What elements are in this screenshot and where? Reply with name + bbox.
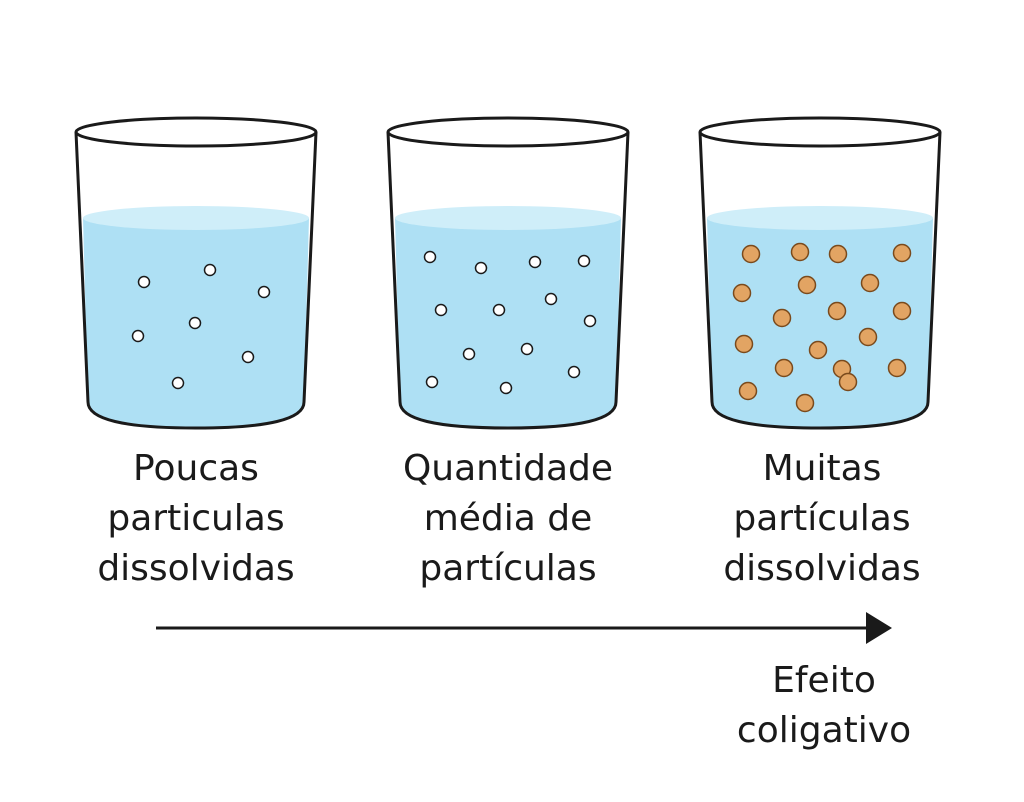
- trend-arrow-head: [866, 612, 892, 644]
- solute-particle: [583, 314, 597, 328]
- solute-particle: [797, 275, 817, 295]
- caption-line: partículas: [733, 498, 911, 539]
- caption-line: particulas: [107, 498, 285, 539]
- solute-particle: [257, 285, 271, 299]
- solute-particle: [892, 243, 912, 263]
- caption-line: partículas: [419, 548, 597, 589]
- trend-arrow: [156, 612, 892, 644]
- solute-particle: [492, 303, 506, 317]
- solute-particle: [741, 244, 761, 264]
- solute-particle: [434, 303, 448, 317]
- solute-particle: [887, 358, 907, 378]
- beaker-rim: [386, 116, 630, 148]
- solute-particle: [732, 283, 752, 303]
- axis-label-line: Efeito: [772, 660, 876, 701]
- beaker-2: [386, 116, 630, 430]
- solute-particle: [131, 329, 145, 343]
- water-surface: [395, 206, 621, 230]
- solute-particle: [892, 301, 912, 321]
- caption-few-particles: Poucas particulas dissolvidas: [97, 444, 294, 594]
- solute-particle: [567, 365, 581, 379]
- solute-particle: [474, 261, 488, 275]
- beaker-3: [698, 116, 942, 430]
- caption-line: dissolvidas: [97, 548, 295, 589]
- solute-particle: [734, 334, 754, 354]
- caption-line: média de: [423, 498, 593, 539]
- axis-label-line: coligativo: [736, 710, 912, 751]
- solute-particle: [203, 263, 217, 277]
- caption-line: Poucas: [133, 448, 259, 489]
- solute-particle: [808, 340, 828, 360]
- beaker-glass: [698, 131, 942, 430]
- caption-many-particles: Muitas partículas dissolvidas: [723, 444, 920, 594]
- caption-medium-particles: Quantidade média de partículas: [403, 444, 613, 594]
- water-surface: [83, 206, 309, 230]
- beaker-rim: [698, 116, 942, 148]
- solute-particle: [738, 381, 758, 401]
- solute-particle: [827, 301, 847, 321]
- caption-line: dissolvidas: [723, 548, 921, 589]
- water: [395, 218, 621, 428]
- beaker-glass: [386, 131, 630, 430]
- solute-particle: [790, 242, 810, 262]
- beaker-1: [74, 116, 318, 430]
- solute-particle: [774, 358, 794, 378]
- solute-particle: [423, 250, 437, 264]
- solute-particle: [772, 308, 792, 328]
- solute-particle: [137, 275, 151, 289]
- solute-particle: [544, 292, 558, 306]
- caption-line: Muitas: [762, 448, 882, 489]
- solute-particle: [171, 376, 185, 390]
- solute-particle: [520, 342, 534, 356]
- solute-particle: [462, 347, 476, 361]
- solute-particle: [828, 244, 848, 264]
- solute-particle: [425, 375, 439, 389]
- water: [707, 218, 933, 428]
- beakers-group: [74, 116, 942, 430]
- caption-line: Quantidade: [402, 448, 614, 489]
- solute-particle: [188, 316, 202, 330]
- solute-particle: [860, 273, 880, 293]
- solute-particle: [858, 327, 878, 347]
- water-surface: [707, 206, 933, 230]
- solute-particle: [241, 350, 255, 364]
- solute-particle: [795, 393, 815, 413]
- solute-particle: [838, 372, 858, 392]
- axis-label-colligative-effect: Efeito coligativo: [737, 656, 911, 756]
- solute-particle: [577, 254, 591, 268]
- solute-particle: [528, 255, 542, 269]
- beaker-glass: [74, 131, 318, 430]
- solute-particle: [499, 381, 513, 395]
- beaker-rim: [74, 116, 318, 148]
